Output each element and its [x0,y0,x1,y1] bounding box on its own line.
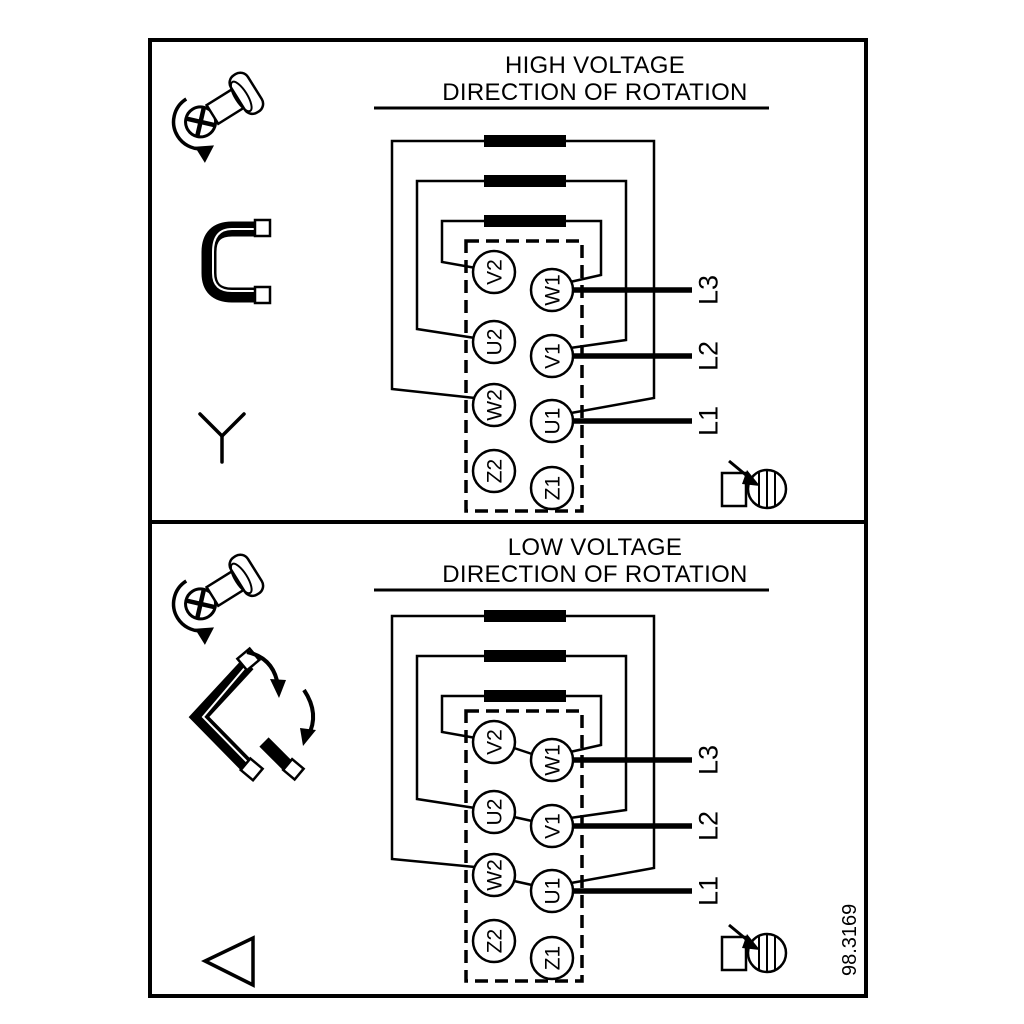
terminal-label: Z2 [483,459,506,484]
terminal-v1: V1 [529,803,575,849]
terminal-label: V2 [483,729,506,755]
star-symbol-icon [198,412,246,464]
terminal-u2: U2 [471,789,517,835]
wire-bar1-u1 [566,139,656,415]
wire-bar1-w2 [390,614,484,869]
wire-bar1-u1 [566,614,656,885]
terminal-w2: W2 [471,382,517,428]
wire-bar3-v2 [440,694,484,740]
terminal-label: V1 [541,813,564,839]
winding-bar-1 [484,135,566,147]
terminal-label: W2 [483,859,506,891]
supply-label-l3: L3 [693,275,723,305]
terminal-z1: Z1 [529,935,575,981]
terminal-v2: V2 [471,719,517,765]
winding-bar-2 [484,175,566,187]
terminal-label: V2 [483,259,506,285]
wire-bar1-w2 [390,139,484,400]
screw-icon [171,553,265,645]
figure-number: 98.3169 [839,904,861,976]
supply-label-l1: L1 [693,406,723,436]
terminal-u2: U2 [471,319,517,365]
terminal-label: W1 [541,274,564,306]
terminal-label: V1 [541,343,564,369]
supply-label-l2: L2 [693,811,723,841]
wire-bar2-u2 [415,654,484,810]
terminal-label: W1 [541,744,564,776]
terminal-z2: Z2 [471,918,517,964]
delta-link-w2-u1 [513,879,533,887]
screw-icon [171,71,265,163]
wire-bar2-u2 [415,179,484,340]
delta-jumper-links-icon [188,646,316,783]
delta-symbol-icon [201,935,255,988]
supply-label-l3: L3 [693,745,723,775]
terminal-label: U2 [483,329,506,356]
terminal-w1: W1 [529,737,575,783]
terminal-u1: U1 [529,868,575,914]
motor-rotation-icon [720,459,788,510]
panel-title-line2: DIRECTION OF ROTATION [442,561,747,588]
diagram-frame: HIGH VOLTAGE DIRECTION OF ROTATION [148,38,868,998]
delta-link-v2-w1 [513,746,533,756]
wire-bar3-w1 [566,219,603,284]
terminal-box [464,709,584,983]
terminal-label: Z1 [541,946,564,971]
winding-bar-2 [484,650,566,662]
motor-rotation-icon [720,923,788,974]
terminal-label: U1 [541,408,564,435]
wire-bar2-v1 [566,654,628,820]
terminal-z2: Z2 [471,448,517,494]
panel-title-line1: HIGH VOLTAGE [505,52,685,79]
terminal-v2: V2 [471,249,517,295]
panel-title-line1: LOW VOLTAGE [508,534,682,561]
terminal-u1: U1 [529,398,575,444]
low-voltage-diagram: LOW VOLTAGE DIRECTION OF ROTATION [171,534,861,988]
wire-bar2-v1 [566,179,628,350]
terminal-label: Z1 [541,476,564,501]
supply-label-l1: L1 [693,876,723,906]
high-voltage-diagram: HIGH VOLTAGE DIRECTION OF ROTATION [171,52,788,513]
terminal-box [464,239,584,513]
terminal-label: Z2 [483,929,506,954]
terminal-label: W2 [483,389,506,421]
wire-bar3-w1 [566,694,603,754]
terminal-w1: W1 [529,267,575,313]
winding-bar-1 [484,610,566,622]
terminal-label: U1 [541,878,564,905]
terminal-z1: Z1 [529,465,575,511]
terminal-v1: V1 [529,333,575,379]
wire-bar3-v2 [440,219,484,270]
delta-link-u2-v1 [513,815,533,823]
jumper-bracket-icon [201,218,272,305]
terminal-w2: W2 [471,852,517,898]
winding-bar-3 [484,690,566,702]
terminal-label: U2 [483,799,506,826]
panel-title-line2: DIRECTION OF ROTATION [442,79,747,106]
panel-high-voltage: HIGH VOLTAGE DIRECTION OF ROTATION [152,42,864,524]
supply-label-l2: L2 [693,341,723,371]
winding-bar-3 [484,215,566,227]
panel-low-voltage: LOW VOLTAGE DIRECTION OF ROTATION [152,524,864,994]
